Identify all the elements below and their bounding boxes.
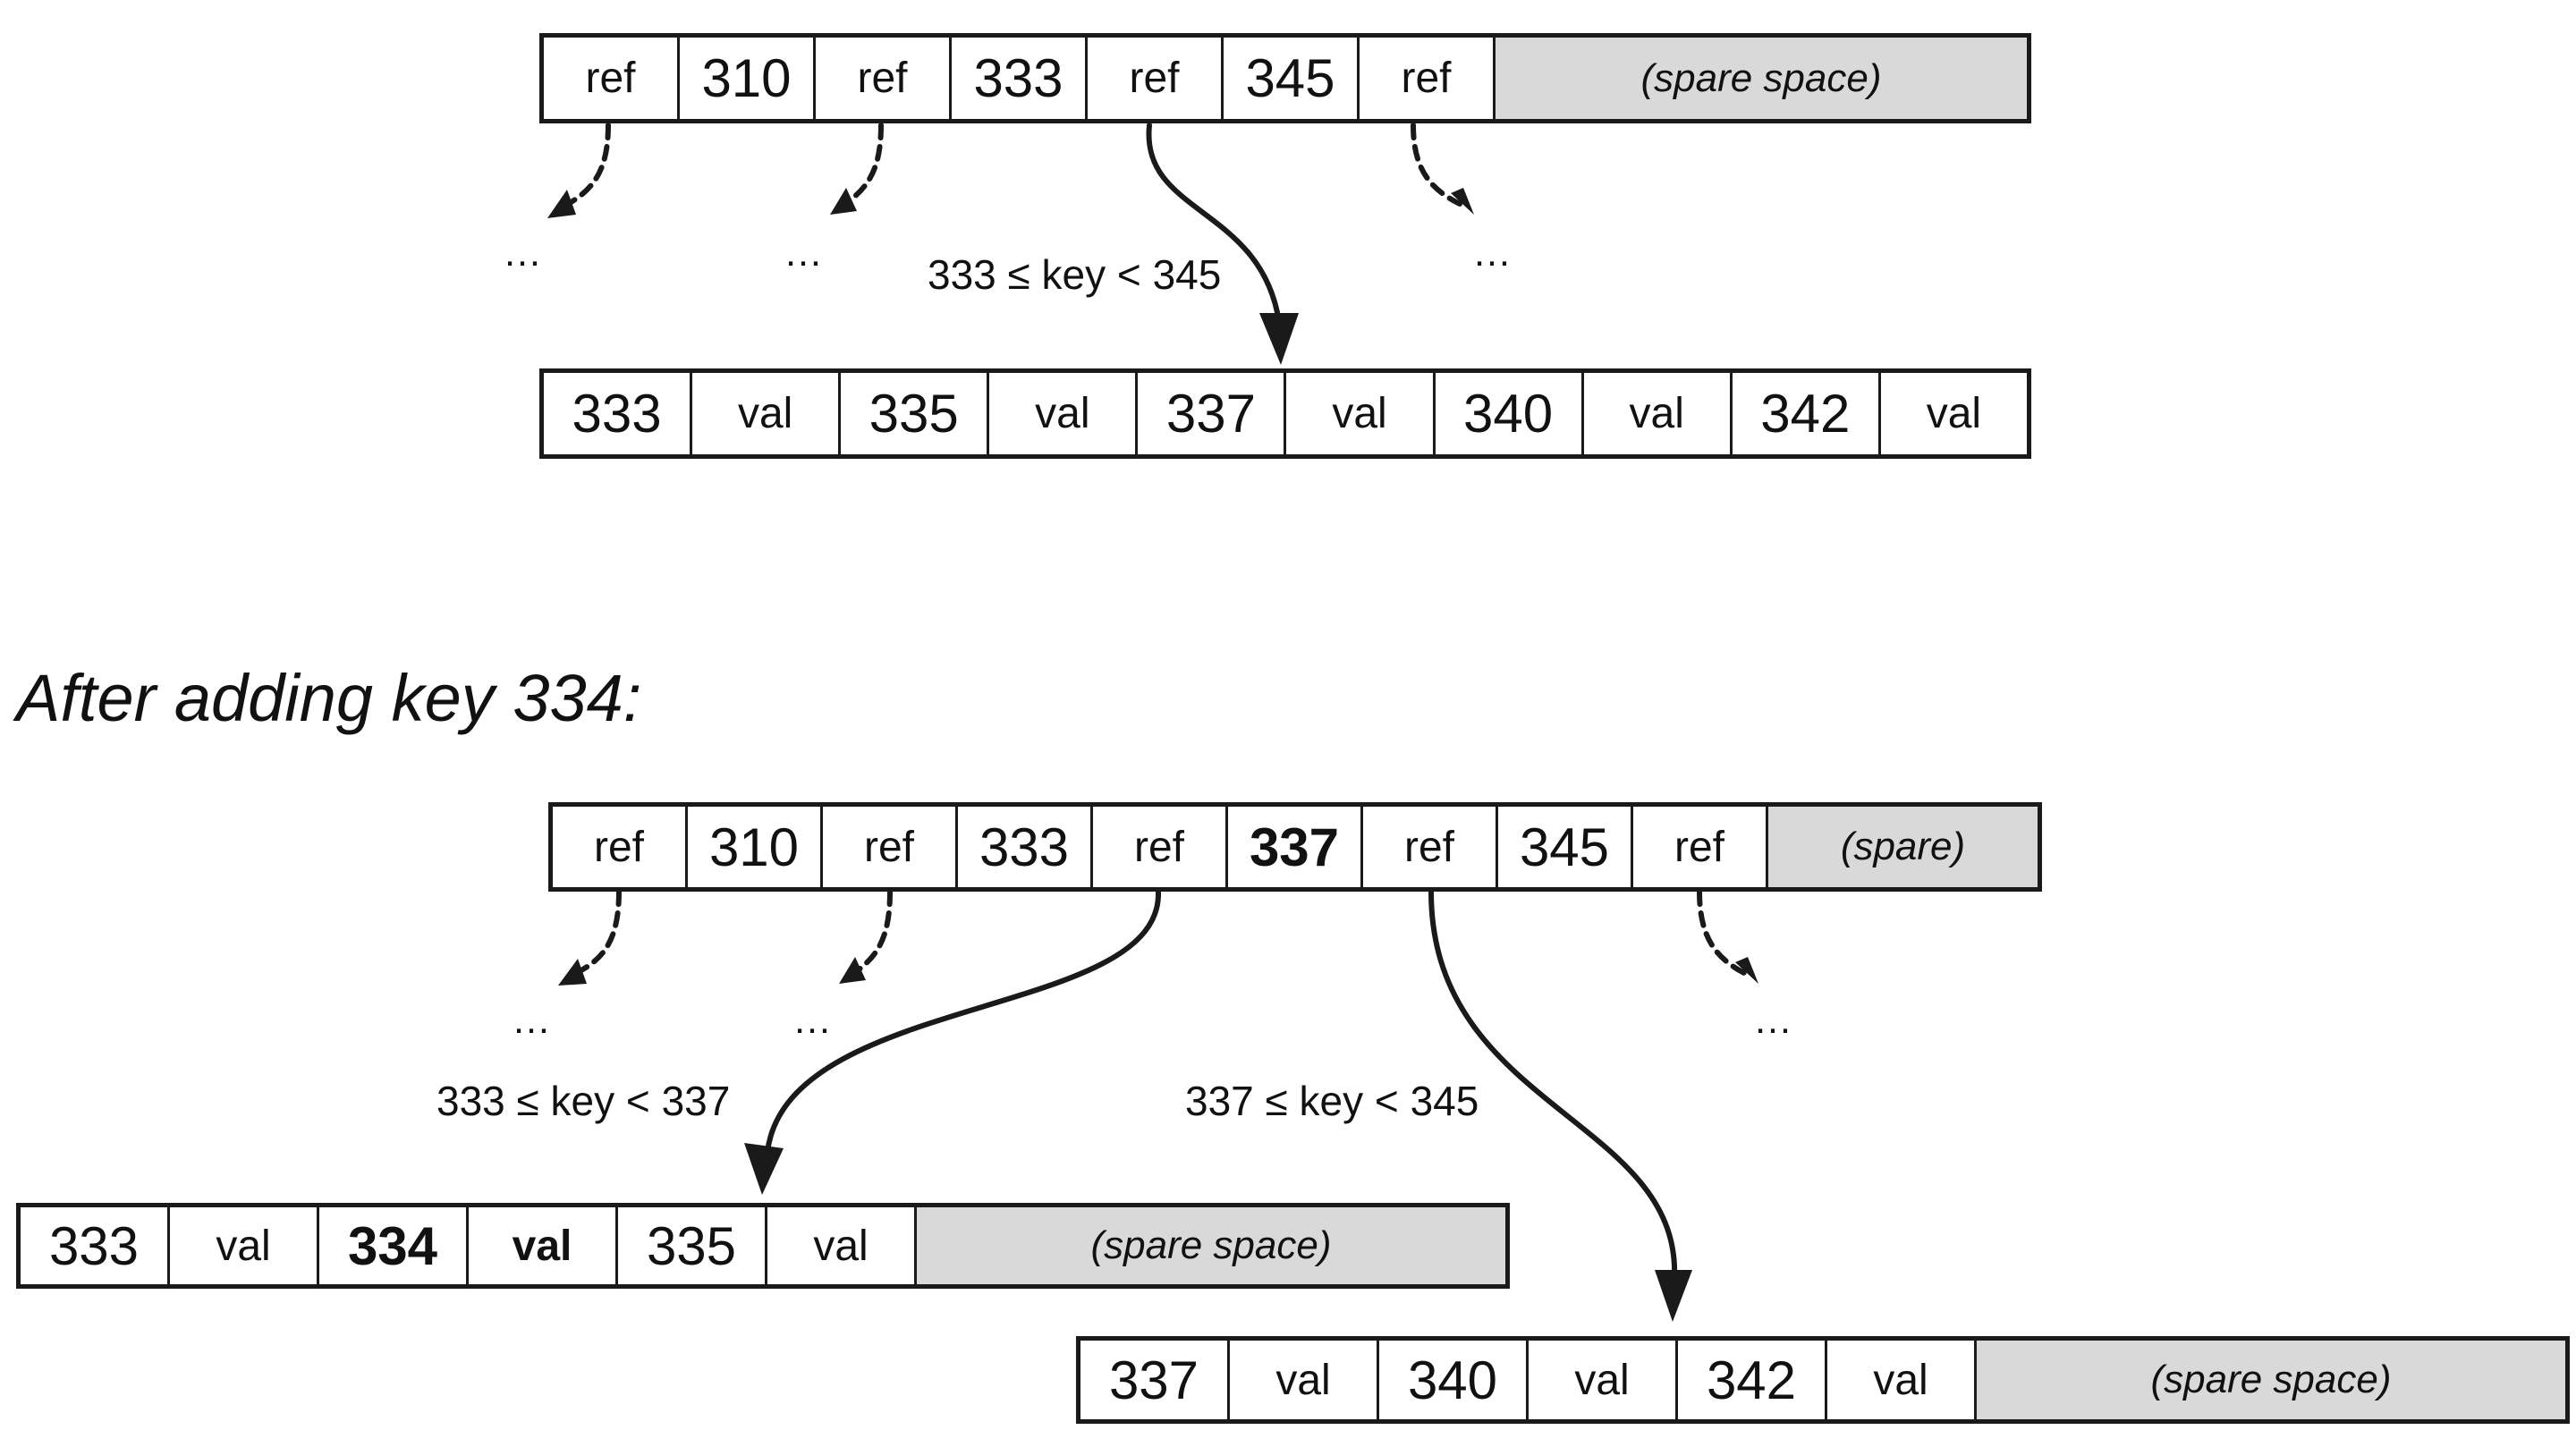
ellipsis: …: [512, 998, 555, 1042]
spare-space-cell: (spare): [1768, 807, 2038, 887]
new-key-cell: 337: [1228, 807, 1363, 887]
key-cell: 333: [958, 807, 1093, 887]
range-label-right: 337 ≤ key < 345: [1185, 1078, 1479, 1124]
ref-cell: ref: [1088, 38, 1224, 119]
value-cell: val: [767, 1207, 917, 1284]
leaf-page-right-after: 337 val 340 val 342 val (spare space): [1076, 1336, 2570, 1424]
spare-space-cell: (spare space): [1496, 38, 2027, 119]
value-cell: val: [989, 373, 1139, 454]
value-cell: val: [1529, 1341, 1678, 1419]
ellipsis: …: [784, 231, 826, 275]
key-cell: 345: [1498, 807, 1633, 887]
key-cell: 337: [1080, 1341, 1230, 1419]
ellipsis: …: [792, 998, 835, 1042]
spare-space-cell: (spare space): [1977, 1341, 2565, 1419]
key-cell: 333: [952, 38, 1088, 119]
dashed-ref-arrow: [1411, 123, 1462, 207]
key-cell: 337: [1138, 373, 1287, 454]
section-heading: After adding key 334:: [16, 661, 642, 735]
arrowhead: [1655, 1270, 1692, 1322]
ref-cell: ref: [553, 807, 688, 887]
arrowhead: [744, 1143, 784, 1195]
ref-cell: ref: [1633, 807, 1768, 887]
dashed-ref-arrow: [1697, 889, 1747, 976]
dashed-ref-arrow: [843, 123, 884, 207]
key-cell: 333: [21, 1207, 170, 1284]
value-cell: val: [170, 1207, 319, 1284]
value-cell: val: [1926, 390, 1982, 437]
ref-cell: ref: [823, 807, 958, 887]
key-cell: 310: [688, 807, 823, 887]
value-cell: val: [1827, 1341, 1977, 1419]
dashed-ref-arrow: [570, 889, 622, 977]
arrowhead: [558, 959, 587, 986]
root-page-after: ref 310 ref 333 ref 337 ref 345 ref (spa…: [548, 802, 2042, 892]
ellipsis: …: [1753, 998, 1796, 1042]
range-label-left: 333 ≤ key < 337: [436, 1078, 731, 1124]
arrowhead: [1451, 188, 1474, 215]
arrowhead: [830, 188, 857, 215]
dashed-ref-arrow: [559, 123, 611, 210]
key-cell: 345: [1224, 38, 1360, 119]
ref-cell: ref: [816, 38, 952, 119]
arrowhead: [547, 190, 576, 218]
leaf-page-left-after: 333 val 334 val 335 val (spare space): [16, 1203, 1510, 1289]
key-cell: 333: [544, 373, 693, 454]
root-page-before: ref 310 ref 333 ref 345 ref (spare space…: [539, 33, 2031, 123]
value-cell: val: [1286, 373, 1436, 454]
key-cell: 310: [680, 38, 816, 119]
range-label: 333 ≤ key < 345: [928, 251, 1222, 298]
key-cell: 342: [1678, 1341, 1827, 1419]
arrowhead: [1735, 957, 1758, 984]
ref-cell: ref: [544, 38, 680, 119]
arrowhead: [839, 957, 866, 984]
dashed-ref-arrow: [852, 889, 893, 976]
new-value-cell: val: [469, 1207, 618, 1284]
new-key-cell: 334: [319, 1207, 469, 1284]
arrowhead: [1259, 313, 1299, 365]
key-cell: 340: [1379, 1341, 1529, 1419]
ellipsis: …: [1472, 231, 1515, 275]
ref-cell: ref: [1360, 38, 1496, 119]
key-cell: 335: [841, 373, 990, 454]
ref-cell: ref: [1093, 807, 1228, 887]
leaf-page-before: 333 val 335 val 337 val 340 val 342 val: [539, 368, 2031, 459]
spare-space-cell: (spare space): [917, 1207, 1505, 1284]
key-cell: 340: [1436, 373, 1584, 454]
value-cell: val: [692, 373, 842, 454]
ref-cell: ref: [1363, 807, 1498, 887]
ellipsis: …: [503, 231, 546, 275]
key-cell: 335: [618, 1207, 767, 1284]
value-cell: val: [1584, 373, 1733, 454]
key-cell: 342: [1733, 373, 1881, 454]
value-cell: val: [1230, 1341, 1379, 1419]
